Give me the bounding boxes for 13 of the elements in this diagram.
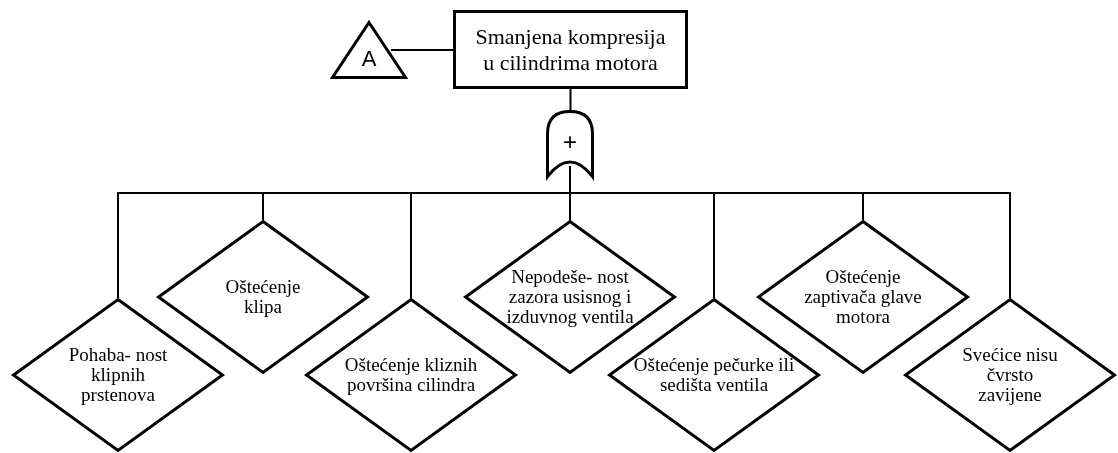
event-label: Oštećenje kliznih površina cilindra (343, 355, 479, 395)
event-label: Smanjena kompresija u cilindrima motora (474, 23, 667, 76)
event-label: Oštećenje zaptivača glave motora (803, 267, 923, 327)
event-label: Oštećenje klipa (224, 277, 302, 317)
connector-line (569, 88, 572, 111)
event-label: Svećice nisu čvrsto zavijene (961, 345, 1059, 405)
event-label: A (360, 47, 378, 71)
gate-symbol: + (562, 130, 578, 154)
event-label: Oštećenje pečurke ili sedišta ventila (632, 355, 796, 395)
event-label: Nepodeše- nost zazora usisnog i izduvnog ventila (505, 267, 635, 327)
event-box (453, 10, 688, 89)
event-label: Pohaba- nost klipnih prstenova (67, 345, 169, 405)
connector-line (390, 49, 454, 51)
